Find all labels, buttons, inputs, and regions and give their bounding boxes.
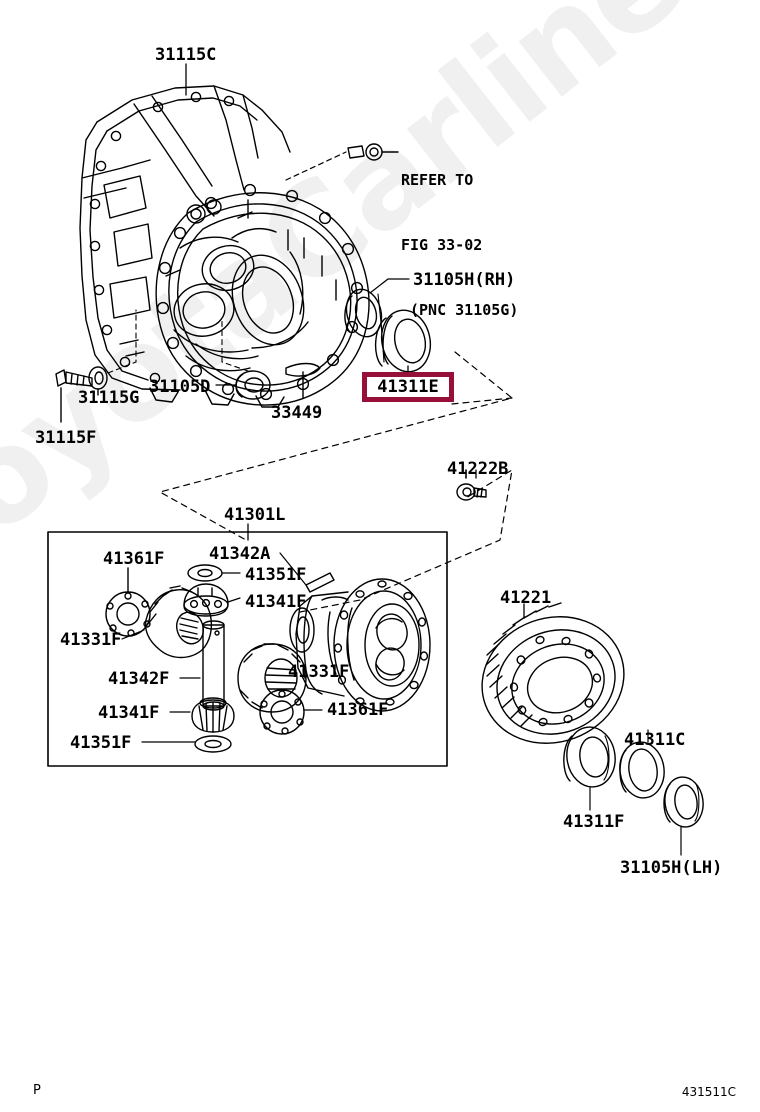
watermark-text: ToyotaCarline.ru	[0, 0, 760, 606]
label-31115c: 31115C	[155, 45, 217, 65]
differential-case-drawing	[289, 578, 431, 712]
assembly-link-lines	[159, 351, 513, 613]
footer-diagram-code: 431511C	[681, 1085, 736, 1099]
ring-gear-41221-drawing	[481, 602, 625, 744]
label-31105h-rh: 31105H(RH)	[413, 270, 516, 290]
washer-31115g-drawing	[88, 309, 137, 396]
refer-note: REFER TO FIG 33-02 (PNC 31105G)	[401, 126, 518, 365]
oil-seal-lh-drawing	[663, 776, 704, 856]
refer-note-line3: (PNC 31105G)	[410, 301, 519, 319]
seal-31105d-drawing	[215, 317, 271, 400]
washer-41351f-top-drawing	[187, 564, 241, 582]
washer-41361f-top-drawing	[105, 567, 151, 637]
oil-seal-rh-drawing	[344, 278, 410, 338]
pinion-shaft-41342f-drawing	[179, 620, 225, 711]
pinion-41341f-top-drawing	[183, 583, 241, 617]
label-41342f: 41342F	[108, 669, 170, 689]
label-33449: 33449	[271, 403, 323, 423]
footer-page-marker: P	[33, 1083, 41, 1098]
label-31105d: 31105D	[149, 377, 211, 397]
label-41341f-bot: 41341F	[98, 703, 160, 723]
label-41301l: 41301L	[224, 505, 286, 525]
highlighted-part-number-box[interactable]: 41311E	[362, 372, 454, 402]
label-41221: 41221	[500, 588, 552, 608]
label-41331f-right: 41331F	[288, 662, 350, 682]
transaxle-case-drawing	[79, 85, 370, 408]
label-41341f-top: 41341F	[245, 592, 307, 612]
label-41342a: 41342A	[209, 544, 271, 564]
washer-41351f-bottom-drawing	[141, 735, 232, 753]
label-41351f-top: 41351F	[245, 565, 307, 585]
label-41351f-bot: 41351F	[70, 733, 132, 753]
label-41311f: 41311F	[563, 812, 625, 832]
refer-note-line1: REFER TO	[401, 170, 474, 189]
highlighted-part-number: 41311E	[377, 377, 439, 397]
label-31115f: 31115F	[35, 428, 97, 448]
side-gear-41331f-left-drawing	[121, 585, 213, 659]
label-41222b: 41222B	[447, 459, 509, 479]
label-31105h-lh: 31105H(LH)	[620, 858, 723, 878]
label-41311c: 41311C	[624, 730, 686, 750]
label-41361f-bot: 41361F	[327, 700, 389, 720]
washer-41361f-bottom-drawing	[259, 689, 323, 735]
pinion-41341f-bottom-drawing	[169, 697, 235, 733]
label-41361f-top: 41361F	[103, 549, 165, 569]
label-31115g: 31115G	[78, 388, 140, 408]
bearing-41311f-drawing	[563, 726, 616, 811]
label-41331f-left: 41331F	[60, 630, 122, 650]
plate-33449-drawing	[285, 362, 321, 399]
refer-note-line2: FIG 33-02	[401, 235, 483, 254]
refer-bolt-drawing	[285, 143, 399, 181]
